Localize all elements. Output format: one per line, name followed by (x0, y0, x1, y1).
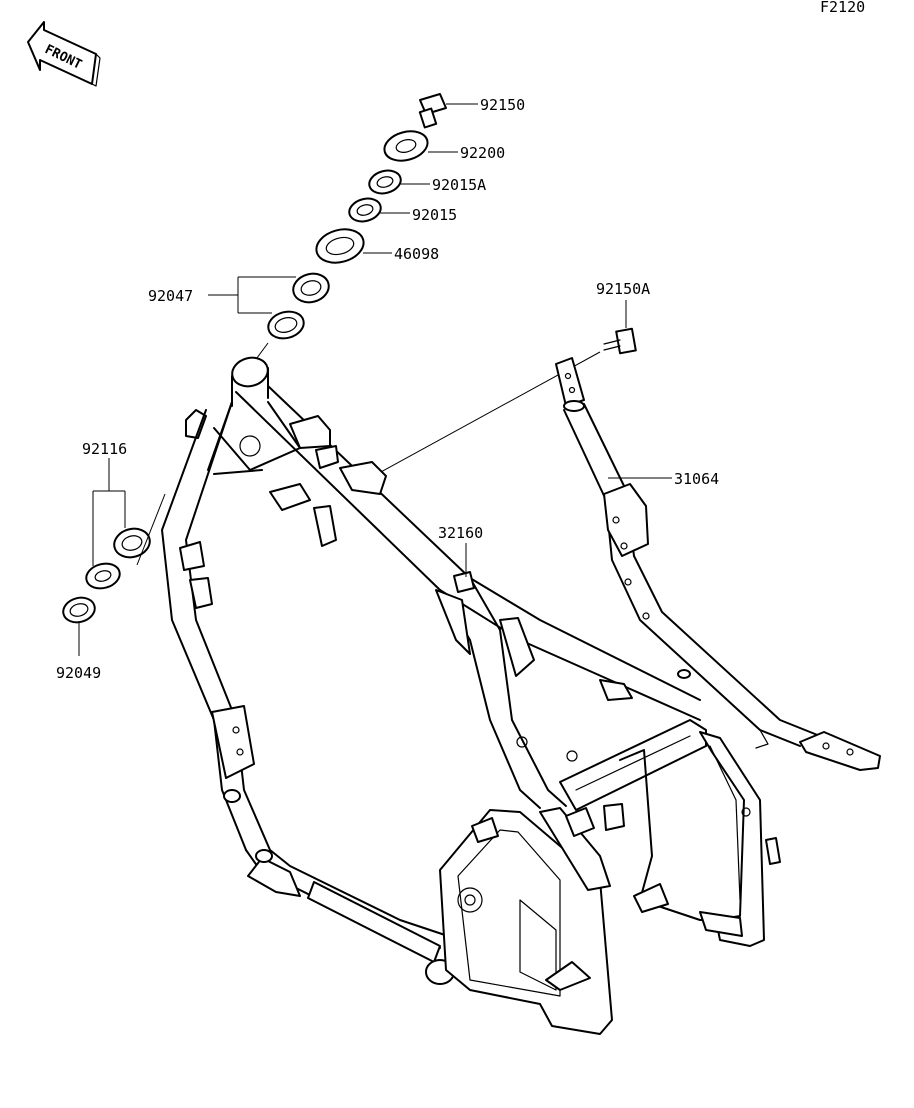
seal-92049 (62, 596, 96, 624)
bearing-92116 (113, 527, 151, 559)
nut-92015A (368, 169, 402, 195)
part-label-32160: 32160 (438, 524, 483, 542)
part-label-92049: 92049 (56, 664, 101, 682)
leader-92047 (208, 276, 296, 314)
leader-lower-head (136, 493, 166, 566)
bearing-upper-92047 (292, 272, 330, 304)
bolt-92150A (603, 327, 637, 355)
front-arrow-icon: FRONT (27, 21, 101, 87)
part-label-92150: 92150 (480, 96, 525, 114)
part-label-92150A: 92150A (596, 280, 650, 298)
part-label-92015A: 92015A (432, 176, 486, 194)
nut-92116 (85, 562, 121, 590)
seal-46098 (315, 228, 365, 264)
bolt-92150 (418, 93, 447, 129)
main-frame-32160 (161, 356, 781, 1035)
part-label-46098: 46098 (394, 245, 439, 263)
leader-92116 (92, 458, 126, 566)
part-label-31064: 31064 (674, 470, 719, 488)
part-label-92015: 92015 (412, 206, 457, 224)
part-label-92047: 92047 (148, 287, 193, 305)
rear-frame-31064 (555, 357, 881, 771)
bearing-lower-92047 (267, 310, 305, 340)
nut-92015 (348, 197, 382, 223)
washer-92200 (383, 130, 429, 162)
part-label-92200: 92200 (460, 144, 505, 162)
part-label-92116: 92116 (82, 440, 127, 458)
figure-code: F2120 (820, 0, 865, 16)
